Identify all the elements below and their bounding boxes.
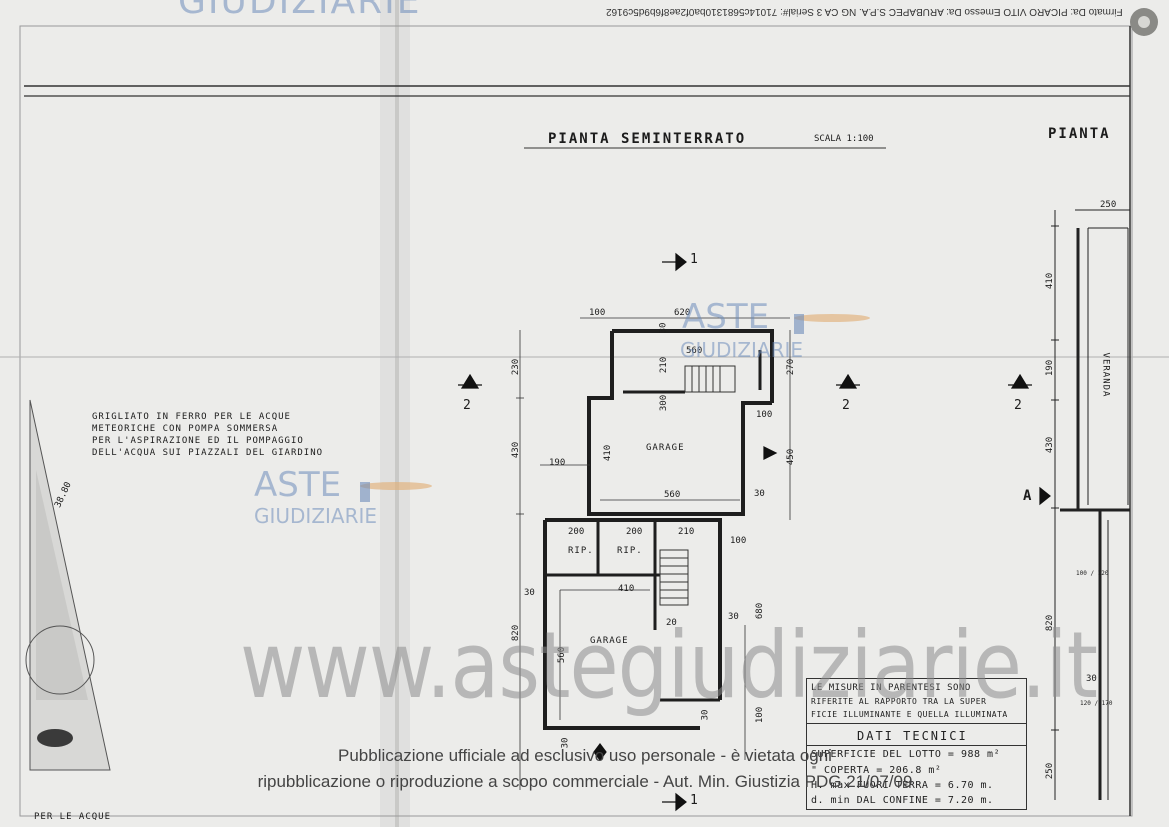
right-plan (1051, 209, 1130, 800)
dim-right-250: 250 (1100, 200, 1117, 210)
room-garage-lower: GARAGE (590, 636, 629, 646)
tech-row-lot: SUPERFICIE DEL LOTTO = 988 m² (811, 749, 1001, 760)
dim-right-430: 430 (1045, 436, 1056, 454)
annotation-line-2: METEORICHE CON POMPA SOMMERSA (92, 424, 279, 434)
dim-410: 410 (603, 444, 614, 462)
section-markers (458, 252, 1051, 812)
section-2-right: 2 (1014, 398, 1022, 413)
watermark-url: www.astegiudiziarie.it (240, 612, 1098, 719)
tech-row-height: H. max FUORI TERRA = 6.70 m. (811, 780, 994, 791)
dim-30-c: 30 (524, 588, 535, 598)
section-1-bottom: 1 (690, 793, 698, 808)
plan-title: PIANTA SEMINTERRATO (548, 131, 747, 147)
dim-560-b: 560 (664, 490, 681, 500)
room-veranda: VERANDA (1100, 352, 1111, 398)
section-a-label: A (1023, 488, 1032, 504)
notice-line-1: Pubblicazione ufficiale ad esclusivo uso… (338, 746, 832, 765)
dim-230: 230 (511, 358, 522, 376)
dim-450: 450 (786, 448, 797, 466)
technical-data-box: LE MISURE IN PARENTESI SONO RIFERITE AL … (806, 678, 1027, 810)
gavel-icon (360, 482, 432, 502)
dim-right-250-b: 250 (1045, 762, 1056, 780)
dim-right-30: 30 (1086, 674, 1097, 684)
dim-200-a: 200 (568, 527, 585, 537)
watermark-aste-center: ASTE (682, 297, 770, 337)
dim-right-100-120: 100 / 120 (1076, 570, 1109, 577)
annotation-line-4: DELL'ACQUA SUI PIAZZALI DEL GIARDINO (92, 448, 324, 458)
garden-hatch (25, 399, 111, 771)
watermark-giudiziarie-center: GIUDIZIARIE (680, 338, 804, 362)
dim-right-190: 190 (1045, 359, 1056, 377)
dim-30-d: 30 (728, 612, 739, 622)
dim-30-b: 30 (754, 489, 765, 499)
right-plan-title: PIANTA (1048, 126, 1111, 142)
dim-100: 100 (589, 308, 606, 318)
dim-620: 620 (674, 308, 691, 318)
dim-410-b: 410 (618, 584, 635, 594)
section-1-top: 1 (690, 252, 698, 267)
room-rip-2: RIP. (617, 546, 643, 556)
dim-210-b: 210 (678, 527, 695, 537)
room-rip-1: RIP. (568, 546, 594, 556)
digital-signature: Firmato Da: PICARO VITO Emesso Da: ARUBA… (606, 6, 1123, 17)
plan-scale: SCALA 1:100 (814, 134, 874, 144)
note-line-3: FICIE ILLUMINANTE E QUELLA ILLUMINATA (811, 710, 1008, 719)
room-garage-upper: GARAGE (646, 443, 685, 453)
bottom-annotation: PER LE ACQUE (34, 812, 112, 822)
dim-210: 210 (659, 356, 670, 374)
technical-heading: DATI TECNICI (857, 729, 968, 743)
tech-row-covered: " COPERTA = 206.8 m² (811, 765, 942, 776)
page-curl-icon (1130, 8, 1158, 36)
note-line-1: LE MISURE IN PARENTESI SONO (811, 683, 971, 693)
dim-300: 300 (659, 394, 670, 412)
dim-100-b: 100 (756, 410, 773, 420)
watermark-giudiziarie-left: GIUDIZIARIE (254, 504, 378, 528)
dim-560: 560 (686, 346, 703, 356)
stairs (659, 365, 736, 606)
dim-200-b: 200 (626, 527, 643, 537)
watermark-aste-left: ASTE (254, 465, 342, 505)
section-2-mid: 2 (842, 398, 850, 413)
dim-430: 430 (511, 441, 522, 459)
notice-line-2: ripubblicazione o riproduzione a scopo c… (257, 772, 913, 791)
dim-190: 190 (549, 458, 566, 468)
gavel-icon (794, 314, 870, 334)
dim-20: 20 (666, 618, 677, 628)
tech-row-distance: d. min DAL CONFINE = 7.20 m. (811, 795, 994, 806)
note-line-2: RIFERITE AL RAPPORTO TRA LA SUPER (811, 697, 987, 706)
dim-30: 30 (658, 322, 669, 334)
annotation-line-1: GRIGLIATO IN FERRO PER LE ACQUE (92, 412, 291, 422)
building-walls (543, 329, 774, 730)
section-2-left: 2 (463, 398, 471, 413)
dim-right-120-170: 120 / 170 (1080, 700, 1113, 707)
watermark-giudiziarie-top: GIUDIZIARIE (178, 0, 422, 22)
dimension-lines (516, 317, 791, 790)
annotation-line-3: PER L'ASPIRAZIONE ED IL POMPAGGIO (92, 436, 304, 446)
dim-100-c: 100 (730, 536, 747, 546)
dim-right-410: 410 (1045, 272, 1056, 290)
